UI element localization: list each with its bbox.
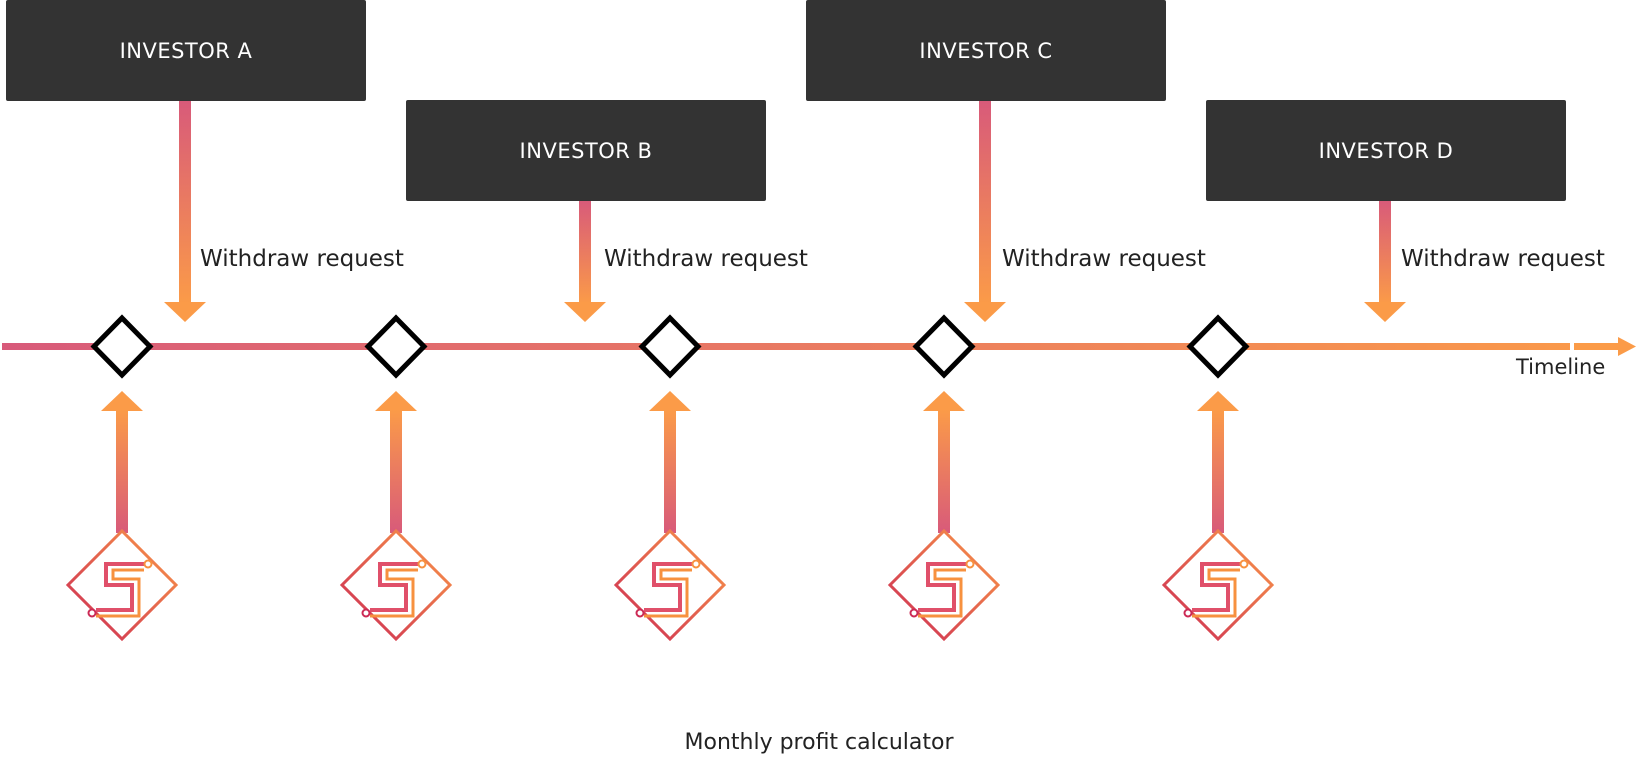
withdraw-arrow-shaft: [979, 100, 991, 304]
investor-box-c: INVESTOR C: [806, 0, 1166, 101]
withdraw-arrow-shaft: [179, 100, 191, 304]
profit-arrow-shaft: [938, 410, 950, 533]
s-logo-icon: [1161, 528, 1275, 642]
withdraw-request-label: Withdraw request: [1401, 246, 1605, 272]
withdraw-request-label: Withdraw request: [1002, 246, 1206, 272]
s-logo-icon: [887, 528, 1001, 642]
timeline-milestone: [364, 314, 428, 379]
profit-arrow-head: [101, 391, 143, 411]
investor-box-b: INVESTOR B: [406, 100, 766, 201]
withdraw-arrow-shaft: [579, 200, 591, 304]
timeline-line: [2, 343, 1570, 350]
profit-arrow-head: [649, 391, 691, 411]
profit-arrow-head: [1197, 391, 1239, 411]
withdraw-arrow-shaft: [1379, 200, 1391, 304]
profit-arrow-shaft: [116, 410, 128, 533]
profit-arrow-head: [923, 391, 965, 411]
s-logo-icon: [339, 528, 453, 642]
profit-arrow-shaft: [390, 410, 402, 533]
timeline-milestone: [90, 314, 154, 379]
withdraw-arrow-head: [564, 302, 606, 322]
investor-box-d: INVESTOR D: [1206, 100, 1566, 201]
withdraw-arrow-head: [1364, 302, 1406, 322]
timeline-arrow-shaft: [1574, 343, 1618, 350]
withdraw-request-label: Withdraw request: [604, 246, 808, 272]
timeline-milestone: [638, 314, 702, 379]
timeline-label: Timeline: [1516, 355, 1606, 379]
investor-label: INVESTOR D: [1318, 138, 1454, 163]
investor-box-a: INVESTOR A: [6, 0, 366, 101]
timeline-milestone: [912, 314, 976, 379]
withdraw-arrow-head: [164, 302, 206, 322]
withdraw-arrow-head: [964, 302, 1006, 322]
withdraw-request-label: Withdraw request: [200, 246, 404, 272]
timeline-milestone: [1186, 314, 1250, 379]
s-logo-icon: [613, 528, 727, 642]
profit-arrow-head: [375, 391, 417, 411]
s-logo-icon: [65, 528, 179, 642]
investor-label: INVESTOR B: [519, 138, 653, 163]
profit-arrow-shaft: [1212, 410, 1224, 533]
profit-arrow-shaft: [664, 410, 676, 533]
timeline-arrow-head: [1618, 337, 1636, 356]
investor-label: INVESTOR C: [919, 38, 1053, 63]
monthly-profit-calculator-caption: Monthly profit calculator: [684, 730, 954, 755]
investor-label: INVESTOR A: [119, 38, 253, 63]
